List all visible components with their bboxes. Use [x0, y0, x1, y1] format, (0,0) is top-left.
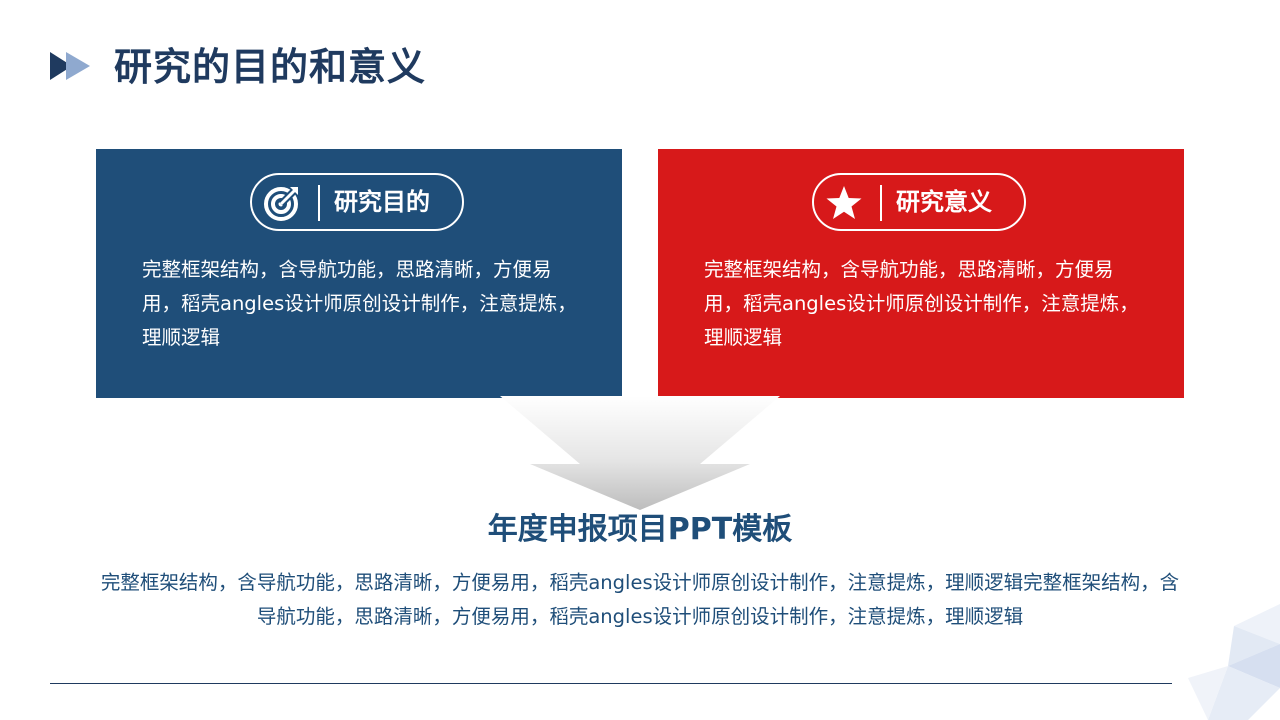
- pill-divider: [880, 185, 882, 221]
- down-arrow-icon: [500, 396, 780, 510]
- significance-card: 研究意义 完整框架结构，含导航功能，思路清晰，方便易用，稻壳angles设计师原…: [658, 149, 1184, 398]
- pill-divider: [318, 185, 320, 221]
- title-arrow-icon: [50, 52, 90, 80]
- footer-divider: [50, 683, 1172, 684]
- summary-text: 完整框架结构，含导航功能，思路清晰，方便易用，稻壳angles设计师原创设计制作…: [100, 571, 1180, 628]
- purpose-text: 完整框架结构，含导航功能，思路清晰，方便易用，稻壳angles设计师原创设计制作…: [142, 258, 577, 349]
- purpose-label: 研究目的: [334, 188, 430, 216]
- significance-label: 研究意义: [896, 188, 992, 216]
- significance-text: 完整框架结构，含导航功能，思路清晰，方便易用，稻壳angles设计师原创设计制作…: [704, 258, 1139, 349]
- page-title: 研究的目的和意义: [114, 45, 427, 89]
- summary-title: 年度申报项目PPT模板: [487, 512, 793, 547]
- target-arrow-icon: [264, 187, 298, 221]
- corner-triangles-decoration: [1188, 604, 1280, 720]
- significance-pill: 研究意义: [812, 173, 1026, 231]
- purpose-card: 研究目的 完整框架结构，含导航功能，思路清晰，方便易用，稻壳angles设计师原…: [96, 149, 622, 398]
- purpose-pill: 研究目的: [250, 173, 464, 231]
- star-icon: [826, 186, 862, 219]
